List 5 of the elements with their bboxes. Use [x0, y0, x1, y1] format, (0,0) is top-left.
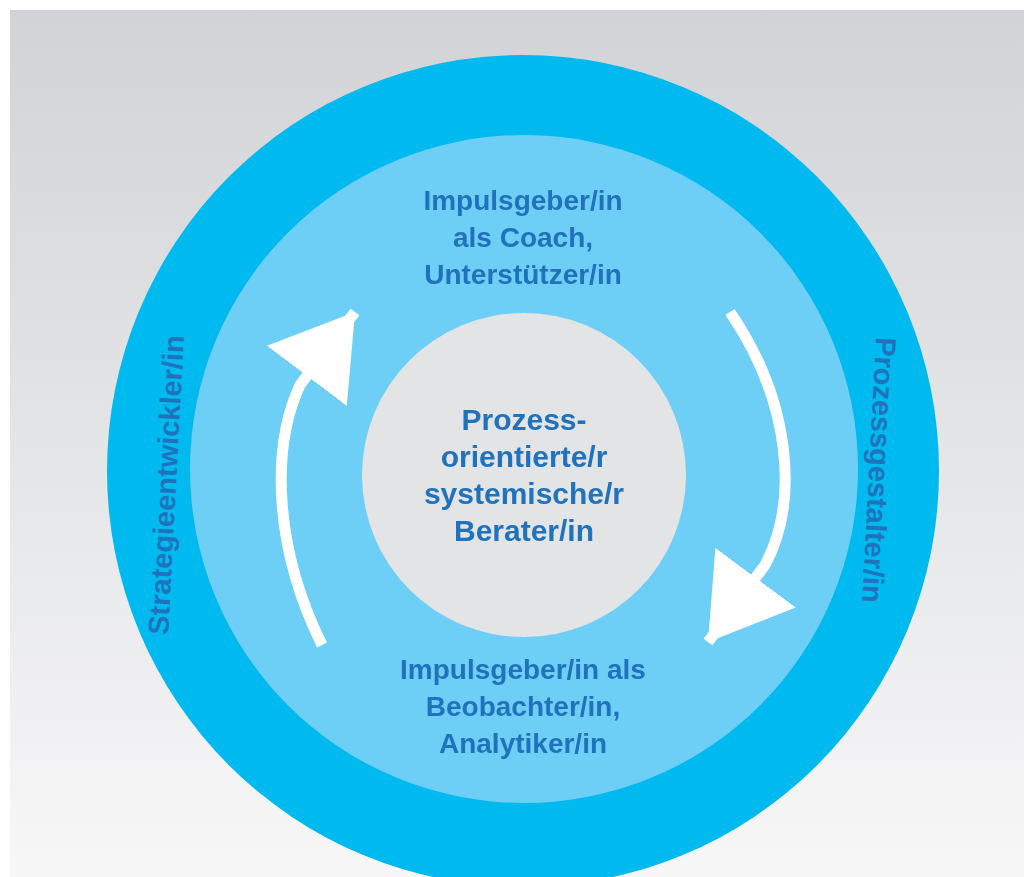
ring-label: Prozessgestalter/in: [855, 336, 903, 604]
role-label: Impulsgeber/in als Coach, Unterstützer/in: [306, 180, 740, 312]
role-label: Impulsgeber/in als Beobachter/in, Analytiker/in: [306, 642, 740, 770]
ring-label: Strategieentwickler/in: [141, 334, 191, 636]
role-text: Prozess-orientierte/r systemische/r Berater/in: [422, 402, 626, 549]
